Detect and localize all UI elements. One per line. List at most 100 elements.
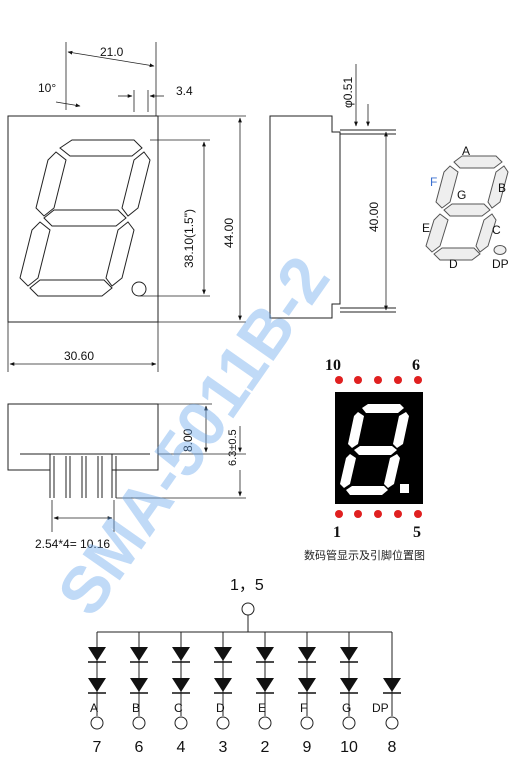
led-channel: A7 [88, 632, 106, 756]
pin-dot [394, 376, 402, 384]
front-segment-f [35, 151, 67, 217]
pin-dot [414, 376, 422, 384]
pin-terminal [90, 716, 104, 730]
pin-terminal [385, 716, 399, 730]
segment-label-dp: DP [492, 257, 509, 271]
segment-label-a: A [462, 144, 470, 158]
diode-symbol [340, 678, 358, 692]
front-segment-a [59, 139, 143, 157]
front-dimensions [7, 42, 246, 372]
pin-label-10: 10 [325, 357, 341, 374]
dim-pin-dia: φ0.51 [341, 77, 355, 108]
diode-symbol [172, 647, 190, 661]
map-segment-g [443, 203, 491, 217]
pin-label-6: 6 [412, 357, 420, 374]
pin-dot [354, 376, 362, 384]
front-body-outline [7, 115, 159, 323]
map-segment-f [435, 165, 459, 209]
pin-terminal [342, 716, 356, 730]
common-pin-label: 1，5 [230, 577, 264, 594]
diode-symbol [256, 647, 274, 661]
map-segment-b [487, 165, 509, 209]
diode-symbol [172, 678, 190, 692]
pinout-caption: 数码管显示及引脚位置图 [304, 548, 425, 562]
display-digit-8 [340, 404, 409, 495]
diode-symbol [256, 678, 274, 692]
segment-name: G [342, 701, 351, 715]
top-pin-dots [335, 376, 422, 384]
dim-side-height: 40.00 [367, 202, 381, 232]
pin-dot [374, 376, 382, 384]
diode-symbol [88, 678, 106, 692]
map-segment-dp [493, 245, 507, 255]
led-channel: C4 [172, 632, 190, 756]
pin-dot [354, 510, 362, 518]
dim-offset: 3.4 [176, 84, 193, 98]
bottom-pin-dots [335, 510, 422, 518]
pin-number: 4 [177, 739, 186, 756]
pinout-diagram: 10 6 1 5 数码管显示及引脚位置图 [304, 357, 425, 562]
segment-name: DP [372, 701, 389, 715]
bottom-dimensions [51, 403, 246, 532]
side-dimensions [354, 64, 388, 311]
front-segment-c [105, 221, 135, 287]
side-body-outline [269, 115, 341, 319]
bottom-view [7, 403, 159, 498]
dim-pin-length: 6.3±0.5 [227, 429, 239, 466]
diode-symbol [340, 647, 358, 661]
pin-dot [394, 510, 402, 518]
front-segment-dp [131, 281, 147, 297]
segment-name: B [132, 701, 140, 715]
diode-symbol [130, 647, 148, 661]
diode-symbol [88, 647, 106, 661]
led-channel: DP 8 [372, 632, 401, 756]
front-segment-b [121, 151, 151, 217]
display-dp-dot [400, 484, 409, 493]
led-channel: D3 [214, 632, 232, 756]
pin-number: 10 [340, 739, 358, 756]
pin-dot [374, 510, 382, 518]
map-segment-c [475, 213, 497, 253]
pin-terminal [174, 716, 188, 730]
pin-terminal [258, 716, 272, 730]
map-segment-d [433, 247, 481, 261]
dim-front-width: 30.60 [64, 349, 94, 363]
common-terminal [241, 602, 255, 616]
segment-name: F [300, 701, 307, 715]
watermark: SMA-5011B-2 [43, 243, 343, 628]
bottom-pins [49, 456, 117, 498]
segment-label-e: E [422, 221, 430, 235]
dim-top-width: 21.0 [100, 45, 124, 59]
diode-symbol [298, 647, 316, 661]
pin-number: 3 [219, 739, 228, 756]
pin-terminal [300, 716, 314, 730]
led-channel: F9 [298, 632, 316, 756]
side-view [269, 115, 396, 319]
dim-pin-pitch: 2.54*4= 10.16 [35, 537, 110, 551]
segment-label-f: F [430, 175, 437, 189]
pin-number: 9 [303, 739, 312, 756]
led-channel: B6 [130, 632, 148, 756]
diode-symbol [130, 678, 148, 692]
diode-symbol [214, 647, 232, 661]
pin-number: 8 [388, 739, 397, 756]
front-segment-g [43, 209, 127, 227]
segment-map [425, 155, 509, 261]
pin-dot [414, 510, 422, 518]
diode-symbol [383, 678, 401, 692]
pin-label-1: 1 [333, 524, 341, 541]
map-segment-e [425, 213, 449, 253]
led-channel: G 10 [340, 632, 358, 756]
dim-digit-height: 38.10(1.5") [182, 209, 196, 268]
segment-name: C [174, 701, 183, 715]
diode-symbol [298, 678, 316, 692]
diode-symbol [214, 678, 232, 692]
dim-angle: 10° [38, 81, 56, 95]
segment-name: E [258, 701, 266, 715]
pin-terminal [216, 716, 230, 730]
segment-name: D [216, 701, 225, 715]
segment-name: A [90, 701, 98, 715]
pin-terminal [132, 716, 146, 730]
